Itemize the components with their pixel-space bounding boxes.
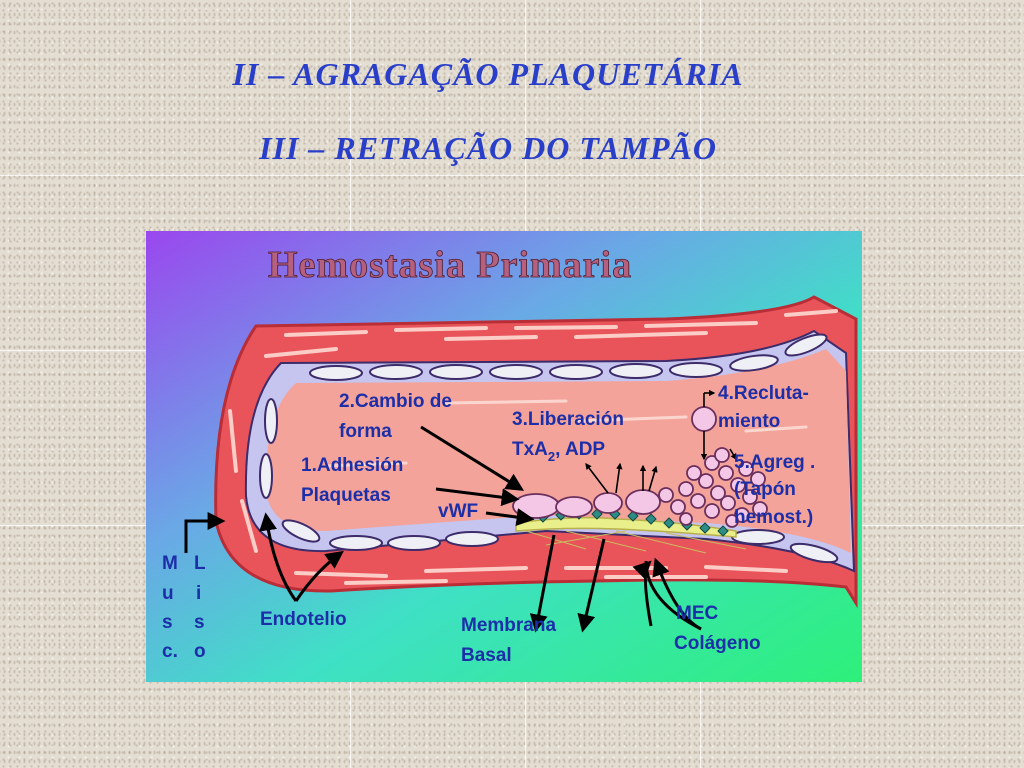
label-release-2: TxA2, ADP [512,439,605,464]
label-collagen: Colágeno [674,633,761,654]
pointer-arrows [184,425,702,633]
background-tile-seam [0,175,1024,176]
release-arrows [585,389,737,494]
label-aggregation-1: 5.Agreg . [734,452,815,473]
svg-text:o: o [194,641,206,662]
svg-text:L: L [194,553,206,574]
svg-text:i: i [196,583,201,604]
label-shape-change-2: forma [339,421,392,442]
svg-text:s: s [194,612,205,633]
label-adhesion-1: 1.Adhesión [301,455,403,476]
label-muscle-smooth: M u s c. L i s o [162,553,206,662]
platelets [512,406,768,528]
label-aggregation-3: hemost.) [734,507,813,528]
label-basal-membrane-2: Basal [461,645,512,666]
primary-hemostasis-diagram: Hemostasia Primaria [146,231,862,682]
diagram-title: Hemostasia Primaria [268,244,632,286]
label-adhesion-2: Plaquetas [301,485,391,506]
label-ecm: MEC [676,603,719,624]
slide-heading-aggregation: II – AGRAGAÇÃO PLAQUETÁRIA [232,56,744,92]
label-recruitment-1: 4.Recluta- [718,383,809,404]
svg-text:M: M [162,553,178,574]
label-endothelium: Endotelio [260,609,347,630]
label-aggregation-2: (Tapón [734,479,796,500]
collagen-fibers [525,530,747,554]
label-basal-membrane-1: Membrana [461,615,556,636]
lumen-streaks [324,399,808,468]
label-release-1: 3.Liberación [512,409,624,430]
label-shape-change-1: 2.Cambio de [339,391,452,412]
svg-text:u: u [162,583,174,604]
exposed-collagen [515,516,737,538]
svg-text:c.: c. [162,641,178,662]
slide-heading-retraction: III – RETRAÇÃO DO TAMPÃO [259,130,717,166]
label-recruitment-2: miento [718,411,780,432]
label-vwf: vWF [438,501,478,522]
svg-text:s: s [162,612,173,633]
endothelial-cells [259,333,839,564]
